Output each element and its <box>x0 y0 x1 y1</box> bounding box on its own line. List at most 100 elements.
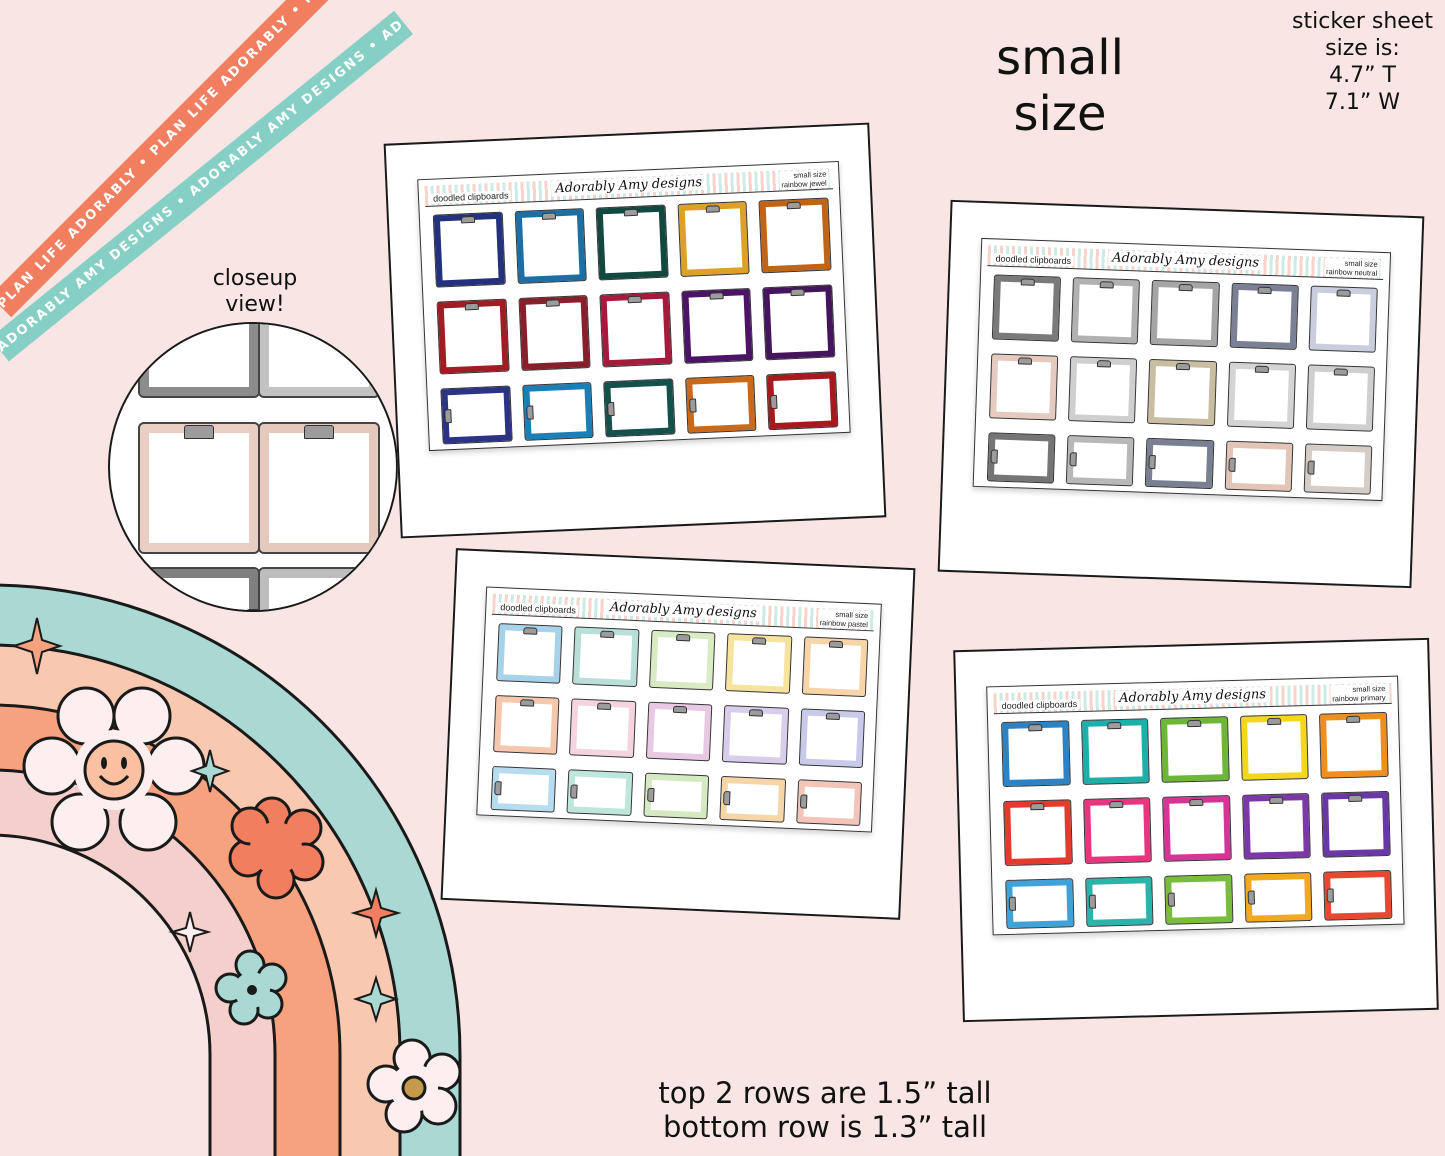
clip-icon <box>1348 794 1363 802</box>
clip-icon <box>723 791 731 806</box>
sticker-grid <box>986 271 1378 495</box>
clipboard-sticker <box>1164 873 1234 925</box>
clipboard-sticker <box>989 353 1059 421</box>
sticker-grid <box>490 620 869 827</box>
clipboard-sticker <box>603 378 676 438</box>
clipboard-sticker <box>758 197 832 274</box>
clip-icon <box>1247 890 1255 905</box>
clipboard-sticker <box>1243 871 1313 923</box>
clipboard-sticker <box>991 274 1062 342</box>
clipboard-sticker <box>1321 790 1391 858</box>
clip-icon <box>1257 286 1272 295</box>
clipboard-sticker-closeup <box>138 567 260 610</box>
clipboard-sticker <box>1226 361 1296 429</box>
brand-logo: Adorably Amy designs <box>550 174 707 197</box>
sheet-colorway-text: rainbow jewel <box>781 178 827 190</box>
sheet-colorway-text: rainbow pastel <box>819 618 869 630</box>
row-size-note-line2: bottom row is 1.3” tall <box>662 1110 988 1144</box>
clip-icon <box>1266 717 1281 726</box>
clip-icon <box>705 205 720 213</box>
sparkle-icon <box>10 617 64 675</box>
clipboard-sticker <box>677 200 751 277</box>
clipboard-sticker <box>436 298 510 375</box>
clipboard-sticker <box>684 374 757 434</box>
sparkle-icon <box>350 886 402 940</box>
clip-icon <box>570 784 579 799</box>
clipboard-sticker <box>798 707 866 769</box>
clip-icon <box>596 701 611 710</box>
clipboard-sticker <box>643 772 710 820</box>
row-size-note-line1: top 2 rows are 1.5” tall <box>658 1076 992 1110</box>
clip-icon <box>1148 455 1157 470</box>
clipboard-sticker <box>645 701 713 762</box>
clip-icon <box>1254 365 1270 373</box>
clipboard-sticker <box>566 769 634 817</box>
row-size-note: top 2 rows are 1.5” tall bottom row is 1… <box>615 1076 1035 1144</box>
clip-icon <box>752 637 767 645</box>
clip-icon <box>1107 721 1122 730</box>
clipboard-sticker <box>514 208 587 285</box>
clipboard-sticker <box>1160 716 1230 783</box>
clipboard-sticker <box>1303 442 1373 495</box>
clip-icon <box>672 705 688 713</box>
clipboard-sticker <box>1162 794 1232 862</box>
clipboard-sticker <box>1150 279 1220 347</box>
clipboard-sticker <box>599 291 673 368</box>
clip-icon <box>1167 892 1176 908</box>
clipboard-sticker <box>1080 718 1150 785</box>
sheet-size-line4: 7.1” W <box>1324 90 1401 115</box>
clip-icon <box>542 212 557 220</box>
clipboard-sticker <box>1145 437 1214 490</box>
clipboard-sticker <box>801 636 869 697</box>
clipboard-sticker <box>1065 434 1135 487</box>
clip-icon <box>1336 289 1352 297</box>
clip-icon <box>525 405 534 420</box>
clip-icon <box>790 288 805 297</box>
clip-icon <box>1175 362 1191 371</box>
clipboard-sticker <box>1224 440 1294 492</box>
clipboard-sticker <box>766 371 839 431</box>
clipboard-sticker-closeup <box>258 422 380 554</box>
clipboard-sticker <box>1003 799 1073 866</box>
clipboard-sticker <box>521 382 594 441</box>
clip-icon <box>623 208 638 217</box>
clipboard-sticker <box>1070 277 1141 345</box>
clip-icon <box>770 394 778 410</box>
clip-icon <box>1088 894 1096 910</box>
clipboard-sticker <box>572 626 640 687</box>
clipboard-sticker-closeup <box>138 324 260 398</box>
clip-icon <box>184 425 214 439</box>
clip-icon <box>444 409 452 424</box>
clipboard-sticker <box>490 766 557 813</box>
flower-icon <box>366 1038 462 1134</box>
clip-icon <box>1027 723 1043 732</box>
sticker-grid <box>1000 709 1393 929</box>
flower-icon <box>228 796 325 900</box>
sheet-product-name: doodled clipboards <box>993 253 1074 267</box>
clip-icon <box>627 295 642 304</box>
clipboard-sticker <box>1229 282 1299 350</box>
clip-icon <box>1017 357 1032 365</box>
clip-icon <box>1334 368 1349 376</box>
clipboard-sticker <box>648 629 716 691</box>
size-title-line2: size <box>1013 86 1107 142</box>
clipboard-sticker <box>496 623 563 684</box>
clipboard-sticker <box>725 633 792 694</box>
brand-logo: Adorably Amy designs <box>1108 250 1264 271</box>
clipboard-sticker-closeup <box>246 567 380 610</box>
clip-icon <box>304 425 334 439</box>
size-title: small size <box>975 30 1145 142</box>
clip-icon <box>545 299 561 307</box>
clipboard-sticker <box>1319 711 1389 779</box>
clip-icon <box>749 708 764 717</box>
clip-icon <box>990 449 998 464</box>
clipboard-sticker <box>1082 796 1152 864</box>
clip-icon <box>1227 457 1236 473</box>
